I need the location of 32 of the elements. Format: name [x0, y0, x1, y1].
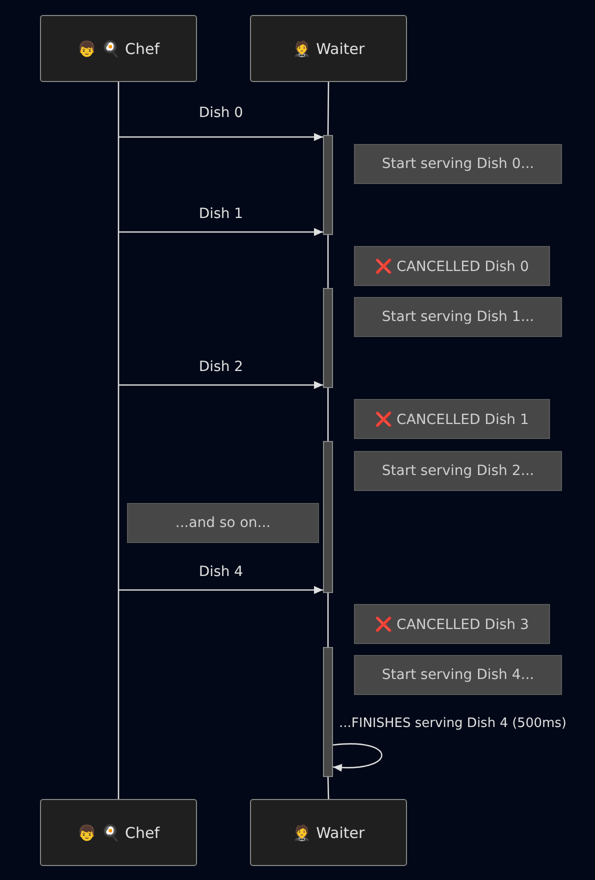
note-box: ❌ CANCELLED Dish 0	[354, 246, 550, 286]
activation-bar	[323, 647, 333, 777]
edge-label: Dish 0	[198, 105, 244, 121]
message-arrow	[118, 133, 323, 141]
note-box: Start serving Dish 1...	[354, 297, 562, 337]
participant-box: 👦 🍳 Chef	[40, 799, 197, 866]
participant-box: 🤵 Waiter	[250, 799, 407, 866]
participant-box: 🤵 Waiter	[250, 15, 407, 82]
edge-label: Dish 4	[198, 564, 244, 580]
edge-label: ...FINISHES serving Dish 4 (500ms)	[339, 716, 566, 731]
edge-label: Dish 2	[198, 359, 244, 375]
message-arrow	[118, 381, 323, 389]
self-message-arrow	[332, 743, 382, 772]
note-box: Start serving Dish 0...	[354, 144, 562, 184]
edge-label: Dish 1	[198, 206, 244, 222]
message-arrow	[118, 586, 323, 594]
note-box: ...and so on...	[127, 503, 319, 543]
lifeline	[327, 235, 329, 288]
note-box: Start serving Dish 2...	[354, 451, 562, 491]
message-arrow	[118, 228, 323, 236]
lifeline	[327, 593, 329, 647]
note-box: Start serving Dish 4...	[354, 655, 562, 695]
activation-bar	[323, 135, 333, 235]
note-box: ❌ CANCELLED Dish 3	[354, 604, 550, 644]
lifeline	[327, 388, 329, 441]
note-box: ❌ CANCELLED Dish 1	[354, 399, 550, 439]
lifeline	[118, 82, 120, 799]
lifeline	[327, 776, 330, 800]
activation-bar	[323, 288, 333, 388]
participant-box: 👦 🍳 Chef	[40, 15, 197, 82]
activation-bar	[323, 441, 333, 593]
lifeline	[327, 82, 330, 135]
